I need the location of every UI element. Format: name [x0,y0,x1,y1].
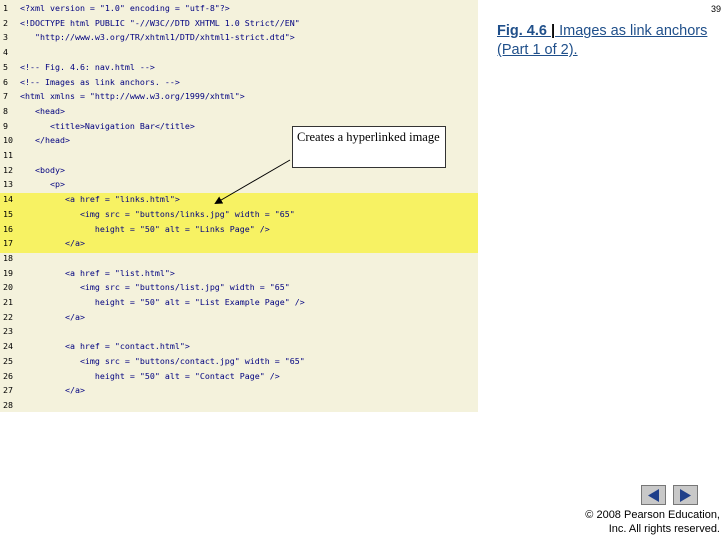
callout-box: Creates a hyperlinked image [292,126,446,168]
line-number: 2 [3,17,8,28]
line-number: 7 [3,91,8,102]
code-text: <img src = "buttons/contact.jpg" width =… [20,355,305,366]
code-line: 6 <!-- Images as link anchors. --> [0,76,478,92]
line-number: 5 [3,61,8,72]
code-text: <title>Navigation Bar</title> [20,120,195,131]
line-number: 6 [3,76,8,87]
line-number: 20 [3,282,13,293]
code-line: 3 "http://www.w3.org/TR/xhtml1/DTD/xhtml… [0,31,478,47]
code-text: </a> [20,385,85,396]
page-number: 39 [710,4,721,14]
code-line: 4 [0,46,478,62]
code-line: 24 <a href = "contact.html"> [0,340,478,356]
code-line: 5 <!-- Fig. 4.6: nav.html --> [0,61,478,77]
code-text: height = "50" alt = "List Example Page" … [20,297,305,307]
code-line: 11 [0,149,478,165]
code-line: 22 </a> [0,311,478,327]
slide-title: Fig. 4.6 | Images as link anchors (Part … [497,22,725,60]
code-line: 1 <?xml version = "1.0" encoding = "utf-8… [0,2,478,18]
code-line: 20 <img src = "buttons/list.jpg" width =… [0,281,478,297]
code-text: <!-- Fig. 4.6: nav.html --> [20,61,155,72]
code-line: 25 <img src = "buttons/contact.jpg" widt… [0,355,478,371]
next-slide-button[interactable] [673,485,698,505]
code-line: 27 </a> [0,384,478,400]
line-number: 3 [3,32,8,43]
line-number: 19 [3,267,13,278]
code-text: </head> [20,135,70,146]
line-number: 26 [3,370,13,381]
line-number: 1 [3,3,8,13]
line-number: 8 [3,105,8,116]
triangle-right-icon [680,489,691,502]
code-text: <a href = "list.html"> [20,267,175,278]
code-line: 21 height = "50" alt = "List Example Pag… [0,296,478,312]
code-line: 14 <a href = "links.html"> [0,193,478,209]
code-line: 16 height = "50" alt = "Links Page" /> [0,222,478,239]
line-number: 21 [3,297,13,307]
line-number: 17 [3,238,13,249]
title-text: Images as link anchors (Part 1 of 2). [497,23,708,58]
code-text: </a> [20,238,85,249]
code-line: 17 </a> [0,237,478,253]
line-number: 28 [3,399,13,410]
code-text: <a href = "contact.html"> [20,341,190,352]
code-text: <p> [20,179,65,190]
code-text: <img src = "buttons/links.jpg" width = "… [20,208,295,219]
code-text: "http://www.w3.org/TR/xhtml1/DTD/xhtml1-… [20,32,295,43]
code-text: <img src = "buttons/list.jpg" width = "6… [20,282,290,293]
code-line: 26 height = "50" alt = "Contact Page" /> [0,370,478,386]
line-number: 4 [3,47,8,58]
copyright-line-2: Inc. All rights reserved. [608,523,720,535]
line-number: 22 [3,311,13,322]
previous-slide-button[interactable] [641,485,666,505]
line-number: 24 [3,341,13,352]
code-line: 7 <html xmlns = "http://www.w3.org/1999/x… [0,90,478,106]
code-text: <head> [20,105,65,116]
line-number: 12 [3,164,13,175]
code-text: <?xml version = "1.0" encoding = "utf-8"… [20,3,230,13]
code-line: 9 <title>Navigation Bar</title> [0,120,478,136]
line-number: 10 [3,135,13,146]
code-line: 8 <head> [0,105,478,121]
code-line: 10 </head> [0,134,478,150]
code-line: 13 <p> [0,178,478,194]
code-text: <a href = "links.html"> [20,194,180,205]
line-number: 16 [3,223,13,234]
title-separator: | [551,23,556,39]
code-line: 28 [0,399,478,415]
code-line: 15 <img src = "buttons/links.jpg" width … [0,207,478,224]
code-text: height = "50" alt = "Contact Page" /> [20,370,280,381]
triangle-left-icon [648,489,659,502]
line-number: 13 [3,179,13,190]
line-number: 9 [3,120,8,131]
figure-link[interactable]: Fig. 4.6 [497,23,551,39]
code-line: 18 [0,252,478,268]
code-line: 12 <body> [0,164,478,180]
code-text: <body> [20,164,65,175]
line-number: 14 [3,194,13,205]
copyright-line-1: © 2008 Pearson Education, [585,509,720,521]
line-number: 23 [3,326,13,337]
code-text: height = "50" alt = "Links Page" /> [20,223,270,234]
line-number: 11 [3,150,13,160]
code-listing: 1 <?xml version = "1.0" encoding = "utf-8… [0,0,478,412]
code-text: </a> [20,311,85,322]
code-text: <!DOCTYPE html PUBLIC "-//W3C//DTD XHTML… [20,17,300,28]
code-line: 19 <a href = "list.html"> [0,267,478,283]
copyright: © 2008 Pearson Education, Inc. All right… [540,508,720,536]
line-number: 15 [3,208,13,219]
code-text: <!-- Images as link anchors. --> [20,76,180,87]
line-number: 25 [3,355,13,366]
code-line: 23 [0,325,478,341]
line-number: 27 [3,385,13,396]
line-number: 18 [3,252,13,263]
code-line: 2 <!DOCTYPE html PUBLIC "-//W3C//DTD XHTM… [0,17,478,33]
code-text: <html xmlns = "http://www.w3.org/1999/xh… [20,91,245,102]
